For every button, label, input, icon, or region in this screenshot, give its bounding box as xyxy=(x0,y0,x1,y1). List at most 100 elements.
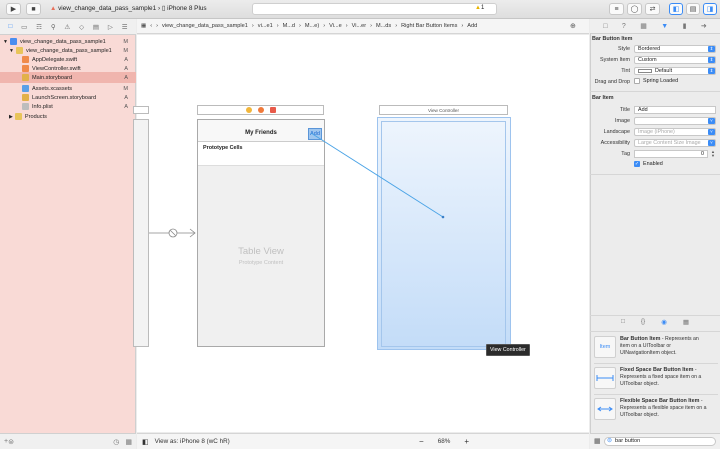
nav-row-project[interactable]: ▼ view_change_data_pass_sample1 M xyxy=(3,38,128,45)
jump-item[interactable]: Vi...er xyxy=(351,23,367,29)
help-icon[interactable]: ? xyxy=(621,22,626,30)
issue-icon[interactable]: ⚠ xyxy=(64,23,71,31)
storyboard-canvas[interactable]: My Friends Add Prototype Cells Table Vie… xyxy=(133,35,589,432)
nav-row-infoplist[interactable]: Info.plist A xyxy=(0,101,136,112)
jump-item[interactable]: vi...e1 xyxy=(257,23,273,29)
chevron-down-icon: ˅ xyxy=(708,140,715,146)
identity-inspector-icon[interactable]: ▦ xyxy=(640,23,647,30)
run-button[interactable]: ▶ xyxy=(6,3,21,15)
jump-item[interactable]: M...e) xyxy=(304,23,320,29)
exit-icon[interactable] xyxy=(270,107,276,113)
test-icon[interactable]: ◇ xyxy=(79,23,85,31)
add-bar-button[interactable]: Add xyxy=(308,128,322,140)
folder-icon[interactable]: □ xyxy=(8,23,13,30)
jump-item[interactable]: Add xyxy=(467,23,478,29)
nav-row-main-storyboard[interactable]: Main.storyboard A xyxy=(0,72,136,83)
table-view-controller-scene[interactable]: My Friends Add Prototype Cells Table Vie… xyxy=(197,119,325,347)
connections-inspector-icon[interactable]: ➜ xyxy=(700,23,707,30)
library-item-flexible-space[interactable]: Flexible Space Bar Button Item -Represen… xyxy=(592,395,718,429)
toggle-inspector-button[interactable]: ◨ xyxy=(703,3,717,15)
title-field[interactable]: Add xyxy=(634,106,716,114)
jump-item[interactable]: Right Bar Button Items xyxy=(401,23,458,29)
attributes-inspector-icon[interactable]: ▼ xyxy=(661,22,669,30)
view-as-selector[interactable]: View as: iPhone 8 (wC hR) xyxy=(154,438,230,445)
navigation-scene-dock[interactable] xyxy=(133,106,149,114)
view-controller-scene-dock[interactable]: View Controller xyxy=(379,105,508,115)
assistant-editor-button[interactable]: ◯ xyxy=(627,3,642,15)
disclosure-right-icon: ▶ xyxy=(9,113,13,120)
library-item-fixed-space[interactable]: Fixed Space Bar Button Item -Represents … xyxy=(592,364,718,398)
report-icon[interactable]: ☰ xyxy=(121,23,128,31)
library-search-field[interactable]: ⊜ bar button xyxy=(604,437,716,446)
standard-editor-button[interactable]: ≡ xyxy=(609,3,624,15)
tint-popup[interactable]: Default⇕ xyxy=(634,67,716,75)
scheme-selector[interactable]: ▲ view_change_data_pass_sample1 › ▯ iPho… xyxy=(50,5,207,12)
relationship-segue-icon[interactable] xyxy=(149,225,197,241)
activity-view: ▲1 xyxy=(252,3,497,15)
filter-options-icon[interactable]: ▦ xyxy=(125,438,132,446)
chevron-right-icon: › xyxy=(370,23,372,29)
size-inspector-icon[interactable]: ▮ xyxy=(682,23,687,30)
nav-row-viewcontroller[interactable]: ViewController.swift A xyxy=(0,63,136,74)
object-library-icon[interactable]: ◉ xyxy=(661,319,667,326)
nav-row-assets[interactable]: Assets.xcassets M xyxy=(0,83,136,94)
find-icon[interactable]: ⚲ xyxy=(50,23,56,31)
image-combo[interactable]: ˅ xyxy=(634,117,716,125)
accessibility-combo[interactable]: Large Content Size Image˅ xyxy=(634,139,716,147)
add-icon[interactable]: + xyxy=(4,438,9,445)
warning-badge[interactable]: ▲1 xyxy=(475,5,485,11)
toggle-navigator-button[interactable]: ◧ xyxy=(669,3,683,15)
document-outline-icon[interactable]: ◧ xyxy=(142,438,149,446)
style-popup[interactable]: Bordered⇕ xyxy=(634,45,716,53)
clock-icon[interactable]: ◷ xyxy=(113,438,120,446)
grid-icon[interactable]: ▦ xyxy=(141,23,147,29)
landscape-combo[interactable]: Image (iPhone)˅ xyxy=(634,128,716,136)
file-template-icon[interactable]: □ xyxy=(620,318,625,325)
play-icon: ▶ xyxy=(10,6,17,13)
breakpoint-icon[interactable]: ▷ xyxy=(107,23,113,31)
nav-row-appdelegate[interactable]: AppDelegate.swift A xyxy=(0,54,136,65)
table-scene-dock[interactable] xyxy=(197,105,324,115)
jump-item[interactable]: view_change_data_pass_sample1 xyxy=(162,23,248,29)
zoom-out-icon[interactable]: − xyxy=(419,437,424,446)
debug-icon[interactable]: ▤ xyxy=(92,23,100,31)
add-editor-icon[interactable]: ⊕ xyxy=(570,23,576,30)
chevron-right-icon: › xyxy=(323,23,326,29)
jump-item[interactable]: M...d xyxy=(282,23,296,29)
prototype-cells-header[interactable]: Prototype Cells xyxy=(198,142,324,166)
navigation-controller-scene[interactable] xyxy=(133,119,149,347)
jump-item[interactable]: Vi...e xyxy=(329,23,342,29)
tag-stepper[interactable]: ▲▼ xyxy=(711,149,715,158)
navigation-bar[interactable]: My Friends Add xyxy=(198,120,324,142)
table-view[interactable]: Table View Prototype Content xyxy=(198,166,324,346)
forward-icon[interactable]: › xyxy=(156,23,159,29)
file-inspector-icon[interactable]: □ xyxy=(603,22,608,30)
spring-loaded-checkbox[interactable]: Spring Loaded xyxy=(634,78,678,84)
code-snippet-icon[interactable]: {} xyxy=(640,318,646,325)
zoom-in-icon[interactable]: + xyxy=(464,437,469,446)
nav-row-products[interactable]: ▶ Products xyxy=(9,113,47,120)
jump-item[interactable]: M...ds xyxy=(375,23,392,29)
view-controller-scene[interactable] xyxy=(377,117,511,350)
system-item-popup[interactable]: Custom⇕ xyxy=(634,56,716,64)
nav-row-launchscreen[interactable]: LaunchScreen.storyboard A xyxy=(0,92,136,103)
nav-row-group[interactable]: ▼ view_change_data_pass_sample1 M xyxy=(9,47,128,54)
toggle-debug-button[interactable]: ▤ xyxy=(686,3,700,15)
stop-button[interactable]: ■ xyxy=(26,3,41,15)
tag-field[interactable]: 0 xyxy=(634,150,708,158)
symbol-icon[interactable]: ☶ xyxy=(36,23,42,31)
first-responder-icon[interactable] xyxy=(258,107,264,113)
source-control-icon[interactable]: ▭ xyxy=(21,23,28,31)
filter-icon[interactable]: ⊜ xyxy=(8,438,14,446)
back-icon[interactable]: ‹ xyxy=(150,23,153,29)
version-editor-button[interactable]: ⇄ xyxy=(645,3,660,15)
grid-view-icon[interactable]: ▦ xyxy=(594,438,601,445)
enabled-checkbox[interactable]: ✓ Enabled xyxy=(634,161,663,167)
system-item-label: System Item xyxy=(600,57,630,63)
media-library-icon[interactable]: ▦ xyxy=(682,319,690,326)
nav-title[interactable]: My Friends xyxy=(245,130,277,136)
view-controller-root-view[interactable] xyxy=(381,121,506,347)
view-controller-icon[interactable] xyxy=(246,107,252,113)
zoom-level[interactable]: 68% xyxy=(437,438,451,445)
